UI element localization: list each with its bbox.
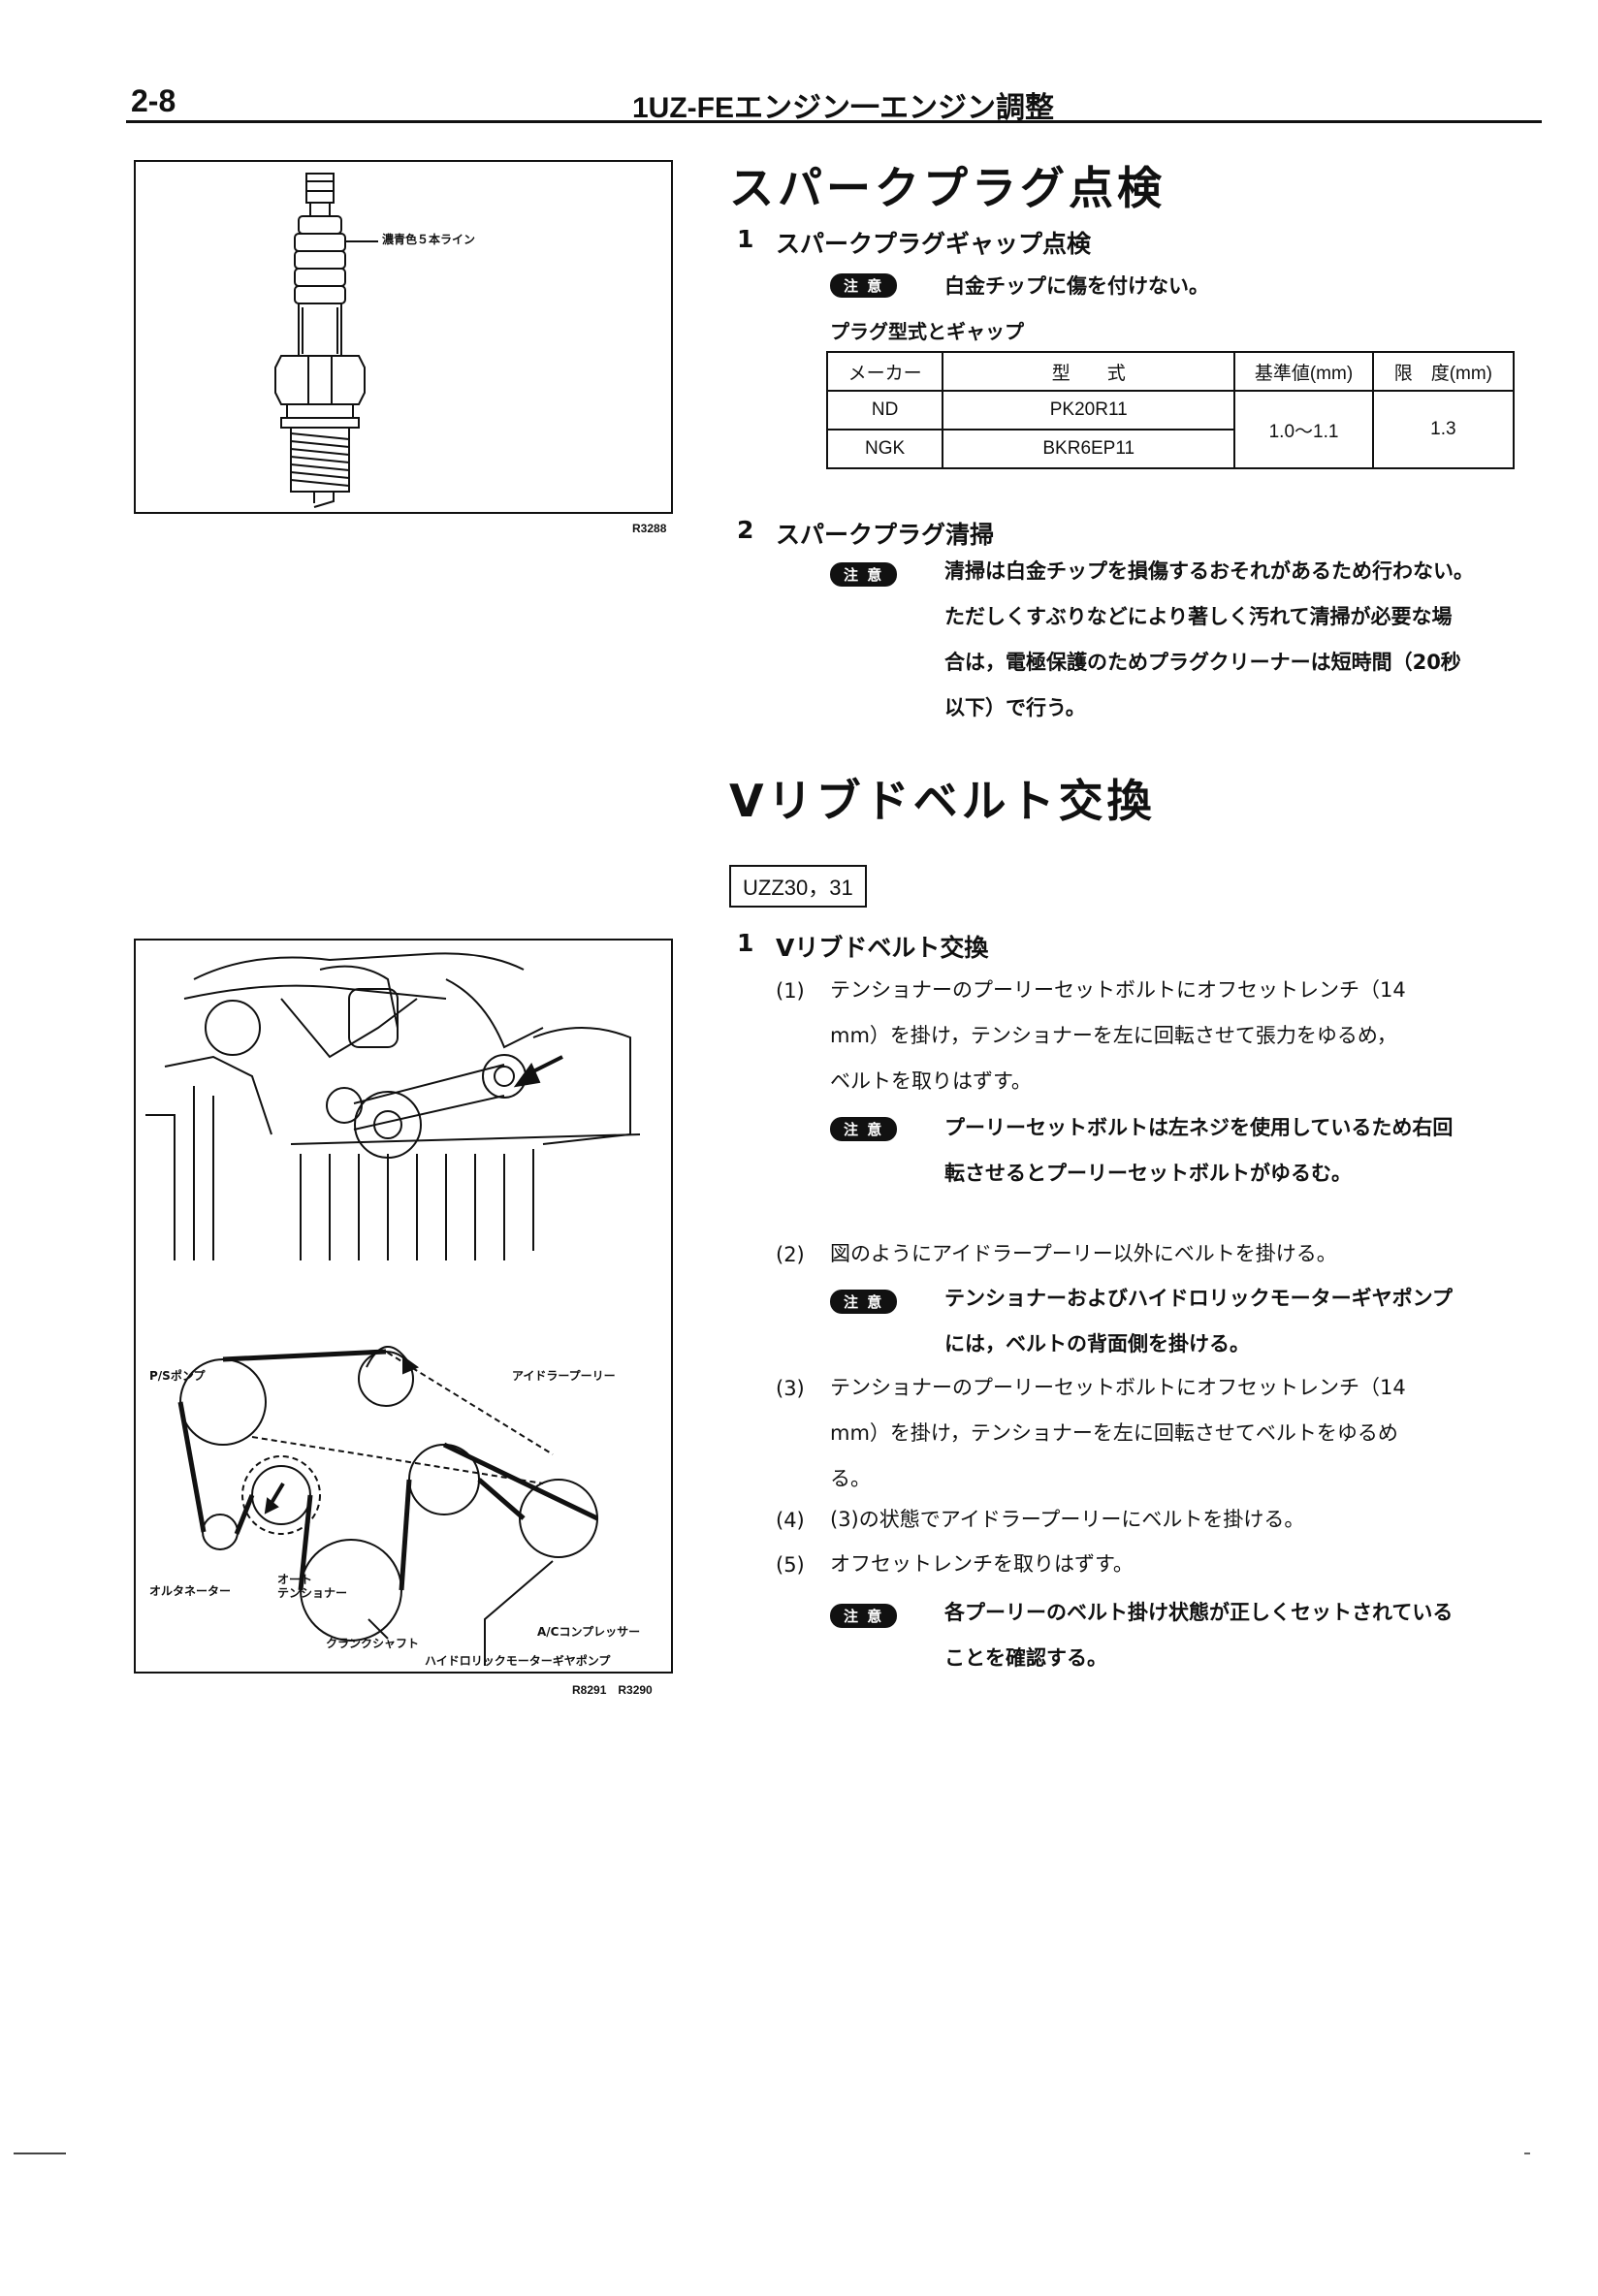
table-caption: プラグ型式とギャップ — [830, 320, 1024, 343]
label-hydraulic-pump: ハイドロリックモーターギヤポンプ — [425, 1654, 611, 1668]
running-title: 1UZ-FEエンジン一エンジン調整 — [632, 92, 1054, 124]
label-line: テンショナー — [277, 1586, 348, 1600]
label-auto-tensioner: オート テンショナー — [277, 1573, 347, 1600]
label-idler-pulley: アイドラープーリー — [512, 1369, 616, 1383]
plug-spec-table: メーカー 型 式 基準値(mm) 限 度(mm) ND PK20R11 1.0〜… — [825, 351, 1516, 469]
table-cell: NGK — [825, 429, 944, 469]
step-number: 1 — [737, 225, 754, 253]
table-header-cell: 型 式 — [942, 351, 1236, 392]
caution-paragraph: 各プーリーのベルト掛け状態が正しくセットされている ことを確認する。 — [944, 1590, 1453, 1681]
substep-text: オフセットレンチを取りはずす。 — [830, 1542, 1134, 1587]
substep-line: mm）を掛け，テンショナーを左に回転させて張力をゆるめ， — [830, 1024, 1397, 1047]
caution-badge: 注 意 — [830, 1290, 898, 1314]
caution-line: 合は，電極保護のためプラグクリーナーは短時間（20秒 — [944, 651, 1461, 674]
table-cell: PK20R11 — [942, 390, 1236, 430]
scan-mark — [1524, 2152, 1530, 2154]
table-row: NGK BKR6EP11 — [825, 429, 1514, 469]
substep-text: テンショナーのプーリーセットボルトにオフセットレンチ（14 mm）を掛け，テンシ… — [830, 968, 1406, 1104]
table-row: ND PK20R11 1.0〜1.1 1.3 — [825, 390, 1516, 469]
caution-line: 転させるとプーリーセットボルトがゆるむ。 — [944, 1162, 1352, 1185]
substep-line: オフセットレンチを取りはずす。 — [830, 1552, 1134, 1576]
substep-line: テンショナーのプーリーセットボルトにオフセットレンチ（14 — [830, 978, 1406, 1002]
substep-line: テンショナーのプーリーセットボルトにオフセットレンチ（14 — [830, 1376, 1406, 1399]
section-title-spark-plug: スパークプラグ点検 — [729, 162, 1166, 214]
caution-badge: 注 意 — [830, 1604, 898, 1628]
caution-paragraph: テンショナーおよびハイドロリックモーターギヤポンプ には，ベルトの背面側を掛ける… — [944, 1276, 1453, 1367]
step-title: スパークプラグギャップ点検 — [776, 230, 1092, 258]
figure-callout: 濃青色５本ライン — [382, 233, 476, 246]
table-cell-standard: 1.0〜1.1 — [1233, 390, 1374, 469]
substep-line: ベルトを取りはずす。 — [830, 1069, 1032, 1093]
substep-line: る。 — [830, 1467, 871, 1490]
caution-line: 以下）で行う。 — [944, 696, 1086, 719]
caution-text: 白金チップに傷を付けない。 — [944, 274, 1209, 298]
page-number: 2-8 — [131, 83, 176, 118]
step-title: Vリブドベルト交換 — [776, 934, 989, 962]
label-line: オート — [277, 1573, 313, 1586]
step-title: スパークプラグ清掃 — [776, 521, 995, 549]
substep-line: (3)の状態でアイドラープーリーにベルトを掛ける。 — [830, 1508, 1305, 1531]
substep-text: (3)の状態でアイドラープーリーにベルトを掛ける。 — [830, 1497, 1304, 1543]
table-cell: BKR6EP11 — [942, 429, 1236, 469]
substep-number: (1) — [776, 979, 805, 1003]
substep-line: mm）を掛け，テンショナーを左に回転させてベルトをゆるめ — [830, 1421, 1398, 1445]
substep-number: (4) — [776, 1509, 805, 1532]
caution-badge: 注 意 — [830, 1117, 898, 1141]
caution-line: プーリーセットボルトは左ネジを使用しているため右回 — [944, 1116, 1454, 1139]
caution-line: には，ベルトの背面側を掛ける。 — [944, 1332, 1250, 1355]
caution-line: 各プーリーのベルト掛け状態が正しくセットされている — [944, 1601, 1454, 1624]
table-header-cell: 基準値(mm) — [1233, 351, 1374, 392]
label-ps-pump: P/Sポンプ — [149, 1369, 206, 1383]
section-title-belt: Vリブドベルト交換 — [729, 775, 1156, 827]
substep-text: テンショナーのプーリーセットボルトにオフセットレンチ（14 mm）を掛け，テンシ… — [830, 1365, 1406, 1502]
belt-figure — [134, 939, 673, 1674]
model-box: UZZ30，31 — [729, 865, 867, 908]
substep-line: 図のようにアイドラープーリー以外にベルトを掛ける。 — [830, 1242, 1337, 1265]
step-number: 1 — [737, 929, 754, 957]
figure-code: R3288 — [632, 522, 667, 535]
table-header-cell: メーカー — [825, 351, 944, 392]
label-crankshaft: クランクシャフト — [326, 1637, 420, 1650]
table-header-row: メーカー 型 式 基準値(mm) 限 度(mm) — [825, 351, 1516, 392]
spark-plug-figure — [134, 160, 673, 514]
caution-badge: 注 意 — [830, 273, 898, 298]
caution-line: ことを確認する。 — [944, 1646, 1107, 1670]
substep-number: (3) — [776, 1377, 805, 1400]
caution-badge: 注 意 — [830, 562, 898, 587]
step-number: 2 — [737, 516, 754, 544]
substep-text: 図のようにアイドラープーリー以外にベルトを掛ける。 — [830, 1231, 1337, 1277]
caution-line: ただしくすぶりなどにより著しく汚れて清掃が必要な場 — [944, 605, 1453, 628]
table-cell: ND — [825, 390, 944, 430]
belt-illustration — [145, 952, 641, 1666]
substep-number: (2) — [776, 1243, 805, 1266]
substep-number: (5) — [776, 1553, 805, 1577]
table-cell-limit: 1.3 — [1371, 390, 1516, 469]
caution-line: テンショナーおよびハイドロリックモーターギヤポンプ — [944, 1287, 1453, 1310]
caution-line: 清掃は白金チップを損傷するおそれがあるため行わない。 — [944, 559, 1474, 583]
label-ac-compressor: A/Cコンプレッサー — [537, 1625, 641, 1639]
caution-paragraph: プーリーセットボルトは左ネジを使用しているため右回 転させるとプーリーセットボル… — [944, 1105, 1453, 1196]
label-alternator: オルタネーター — [149, 1584, 232, 1598]
header-rule — [126, 120, 1542, 123]
scan-mark — [14, 2152, 66, 2154]
spark-plug-illustration — [274, 173, 378, 508]
caution-paragraph: 清掃は白金チップを損傷するおそれがあるため行わない。 ただしくすぶりなどにより著… — [944, 549, 1474, 731]
figure-code: R8291 R3290 — [572, 1683, 653, 1697]
table-header-cell: 限 度(mm) — [1371, 351, 1516, 392]
